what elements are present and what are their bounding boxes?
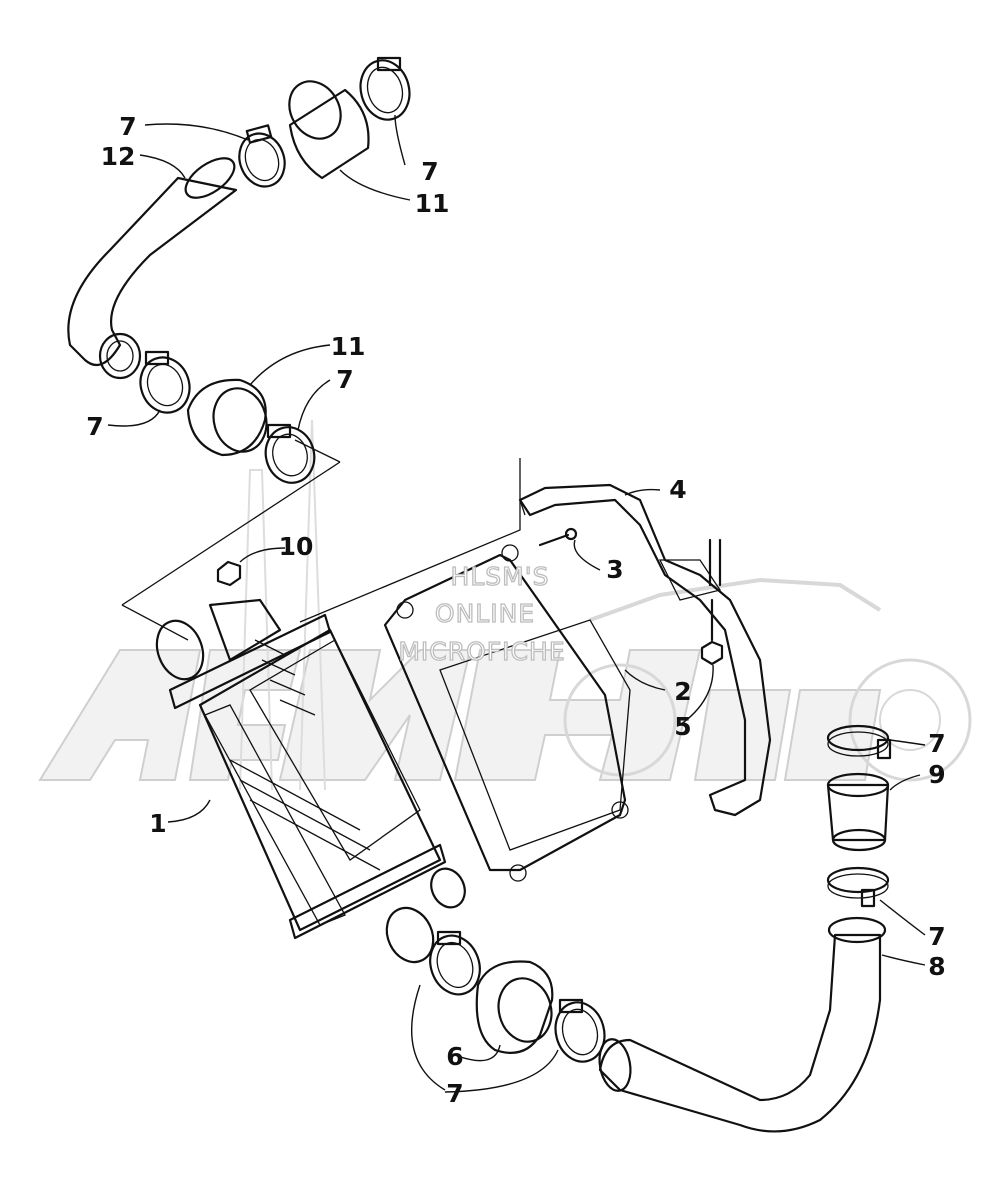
watermark-line-3: MICROFICHE [398,637,565,666]
callout-11: 11 [331,332,366,361]
hose-clamp-middle-right [264,423,316,484]
callout-7: 7 [928,922,945,951]
coupling-hose-lower [475,960,554,1054]
callout-12: 12 [101,142,136,171]
hose-clamp-upper-1 [238,124,286,188]
watermark-text: HLSM'S ONLINE MICROFICHE [398,561,566,666]
callout-7: 7 [336,365,353,394]
callout-7: 7 [446,1079,463,1108]
coupling-hose-upper [288,80,370,180]
callout-6: 6 [446,1042,463,1071]
lower-intake-tube [598,916,887,1133]
hose-clamp-lower-6-left [429,930,481,996]
leader-lines [107,114,926,1093]
callout-1: 1 [149,809,166,838]
assembly-outline [121,439,521,641]
hose-clamp-lower-6-right [554,998,606,1063]
hose-clamp-lower-left [139,350,191,414]
coupling-hose-9 [826,772,890,852]
intercooler-core [155,598,466,964]
nut-5 [700,598,724,666]
upper-intake-tube [67,157,238,380]
callout-8: 8 [928,952,945,981]
coupling-hose-middle [186,378,268,457]
mounting-bracket [518,483,772,817]
callout-2: 2 [674,677,691,706]
callout-7: 7 [421,157,438,186]
hose-clamp-upper-2 [359,56,411,121]
callout-10: 10 [279,532,314,561]
callout-3: 3 [606,555,623,584]
callout-11: 11 [415,189,450,218]
hose-clamp-right-bottom [826,866,890,908]
callout-9: 9 [928,760,945,789]
callout-7: 7 [86,412,103,441]
watermark-line-2: ONLINE [435,599,535,628]
callout-labels: 7 12 7 11 11 7 7 4 10 3 2 5 7 9 1 7 8 6 … [86,112,945,1108]
watermark-line-1: HLSM'S [451,562,550,591]
callout-5: 5 [674,712,691,741]
callout-7: 7 [928,729,945,758]
arctic-cat-logo [38,419,972,791]
callout-4: 4 [669,475,686,504]
hose-clamp-right-top [826,724,892,760]
bolt-3 [538,527,578,547]
nut-10 [216,560,242,587]
intercooler-shroud [383,544,631,882]
callout-7: 7 [119,112,136,141]
